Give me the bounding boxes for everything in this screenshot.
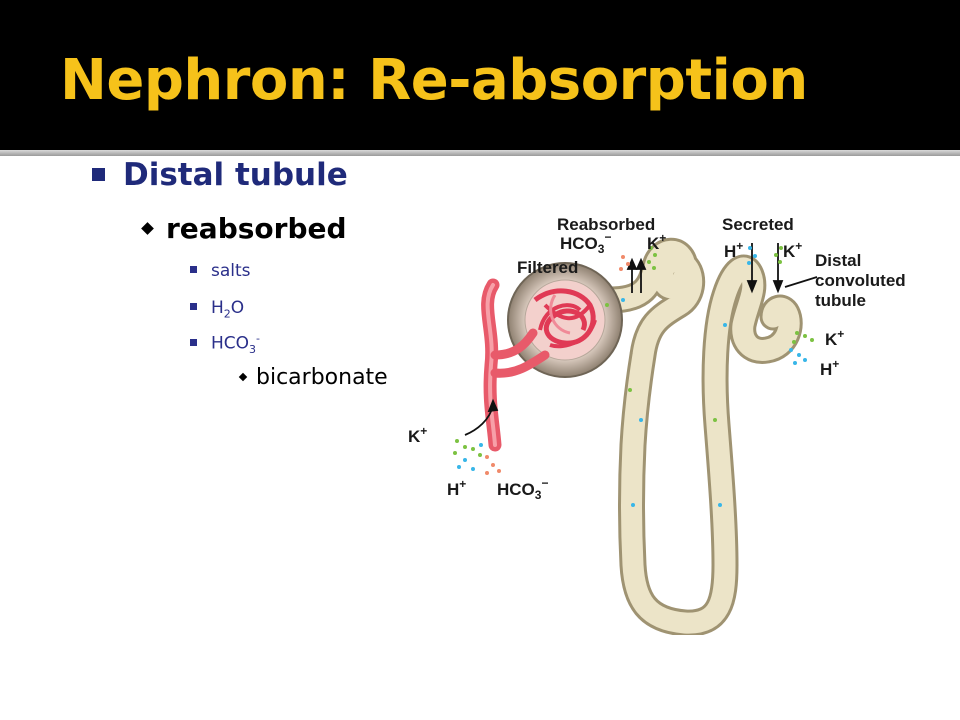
bullet-distal-tubule: Distal tubule [92, 157, 348, 193]
square-bullet-icon [92, 168, 105, 181]
diagram-labels: Reabsorbed HCO3− K+ Filtered Secreted H+… [408, 215, 906, 502]
label-reabsorbed: Reabsorbed [557, 215, 655, 234]
label-k-reabsorbed: K+ [647, 231, 666, 253]
label-h-blood: H+ [447, 477, 466, 499]
label-secreted: Secreted [722, 215, 794, 234]
slide-title: Nephron: Re-absorption [60, 48, 808, 113]
diamond-bullet-icon [238, 372, 248, 382]
tubule-shape [596, 237, 803, 635]
label-k-right: K+ [825, 327, 844, 349]
label-distal-2: convoluted [815, 271, 906, 290]
nephron-diagram: Reabsorbed HCO3− K+ Filtered Secreted H+… [408, 215, 906, 635]
square-bullet-icon [190, 266, 197, 273]
bullet-reabsorbed: reabsorbed [141, 212, 347, 245]
label-hco3-blood: HCO3− [497, 476, 548, 502]
label-k-blood: K+ [408, 424, 427, 446]
square-bullet-icon [190, 303, 197, 310]
label-k-secreted: K+ [783, 239, 802, 261]
title-divider [0, 150, 960, 156]
label-hco3-reabsorbed: HCO3− [560, 230, 611, 256]
label-distal-1: Distal [815, 251, 861, 270]
label-filtered: Filtered [517, 258, 578, 277]
bullet-text: bicarbonate [256, 365, 388, 390]
bullet-text: H2O [211, 298, 245, 321]
title-bar [0, 0, 960, 150]
label-distal-3: tubule [815, 291, 866, 310]
square-bullet-icon [190, 338, 197, 346]
glomerulus [481, 278, 597, 452]
ion-dots [453, 246, 814, 507]
bullet-text: Distal tubule [123, 157, 348, 193]
label-h-secreted: H+ [724, 239, 743, 261]
arrow-icons [464, 243, 818, 436]
bullet-water: H2O [190, 298, 244, 320]
bullet-bicarbonate: bicarbonate [238, 365, 388, 390]
bullet-text: salts [211, 261, 251, 281]
diamond-bullet-icon [141, 222, 154, 235]
label-h-right: H+ [820, 357, 839, 379]
bullet-text: HCO3- [211, 332, 261, 357]
bullet-text: reabsorbed [166, 212, 347, 245]
bowmans-capsule [507, 262, 623, 378]
bullet-salts: salts [190, 261, 251, 281]
bullet-bicarbonate-ion: HCO3- [190, 332, 260, 356]
